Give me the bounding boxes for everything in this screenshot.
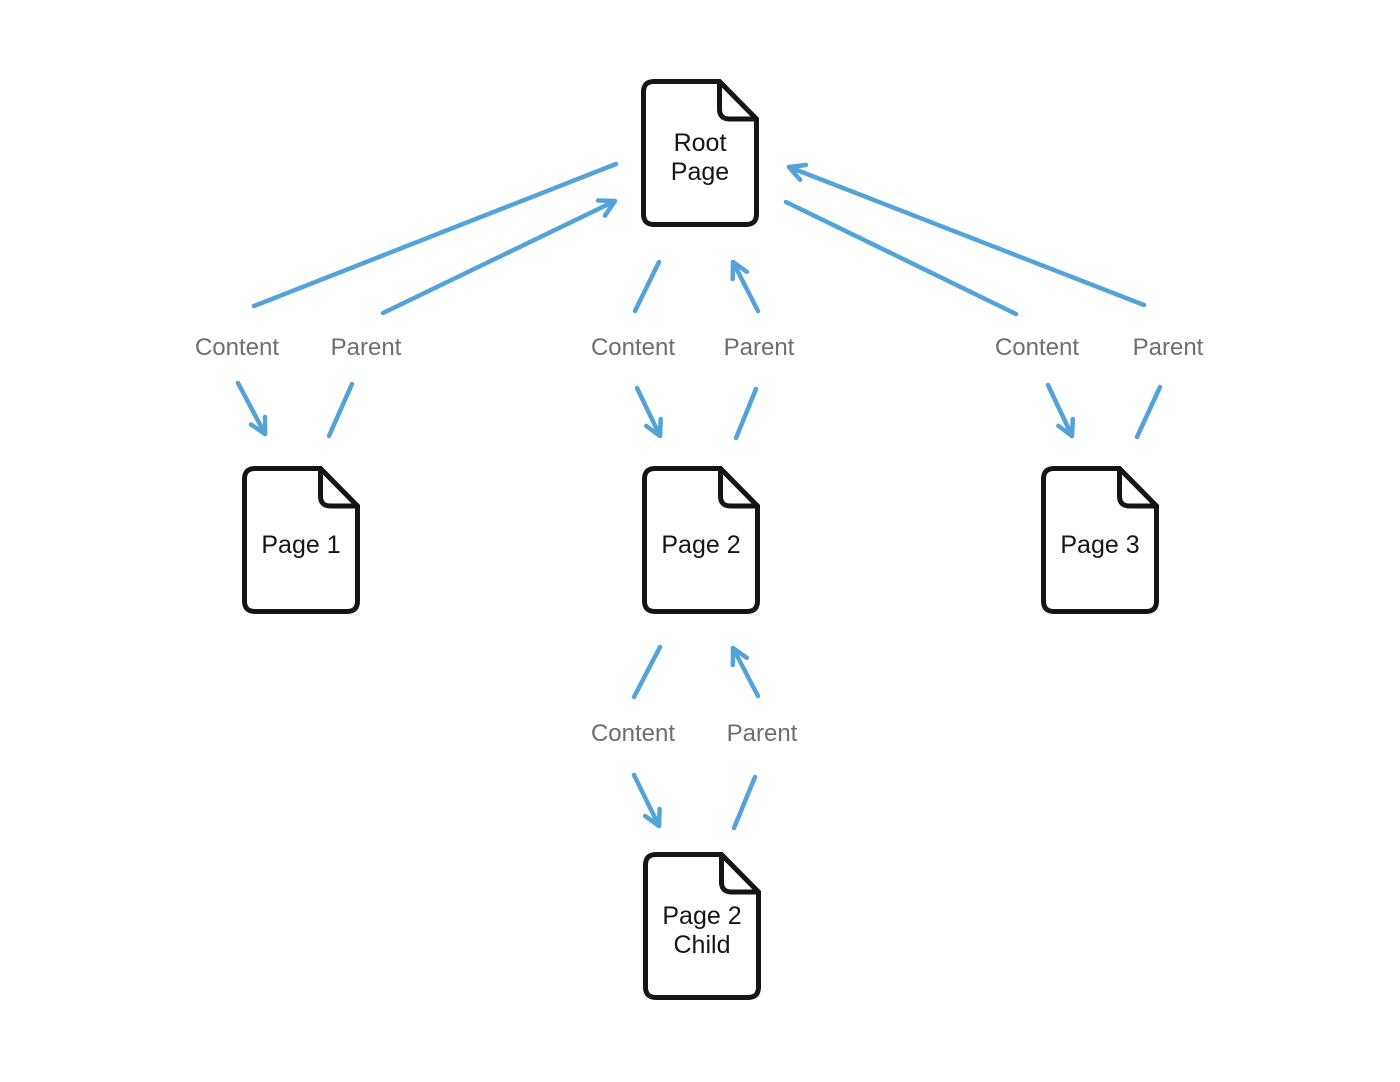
edge-label-parent-root-page3: Parent [1132,334,1204,361]
node-page-2: Page 2 [642,466,760,614]
edge-label-parent-root-page1: Parent [330,334,402,361]
page-title-page-2: Page 2 [661,530,741,559]
document-icon [1041,466,1159,614]
page-title-page-3: Page 3 [1060,530,1140,559]
edge-label-content-page2-child: Content [590,720,676,747]
page-title-page-2-child: Page 2 Child [662,902,742,959]
edge-label-content-root-page2: Content [590,334,676,361]
node-page-2-child: Page 2 Child [643,852,761,1000]
node-root-page: Root Page [641,79,759,227]
edge-label-content-root-page3: Content [994,334,1080,361]
arrow-parent-page3-to-root [786,162,1163,440]
node-page-1: Page 1 [242,466,360,614]
document-icon [641,79,759,227]
arrow-content-root-to-page1 [235,161,619,437]
arrow-content-page2-to-child [631,644,663,829]
edge-label-content-root-page1: Content [194,334,280,361]
arrow-content-root-to-page3 [783,199,1076,439]
document-icon [642,466,760,614]
document-icon [242,466,360,614]
edge-label-parent-root-page2: Parent [723,334,795,361]
page-title-page-1: Page 1 [261,530,341,559]
node-page-3: Page 3 [1041,466,1159,614]
arrow-parent-child-to-page2 [730,645,761,831]
arrow-parent-page1-to-root [326,198,618,439]
arrow-content-root-to-page2 [632,259,663,439]
edge-label-parent-page2-child: Parent [726,720,798,747]
document-icon [643,852,761,1000]
arrow-parent-page2-to-root [730,259,761,441]
page-title-root-page: Root Page [670,129,730,186]
